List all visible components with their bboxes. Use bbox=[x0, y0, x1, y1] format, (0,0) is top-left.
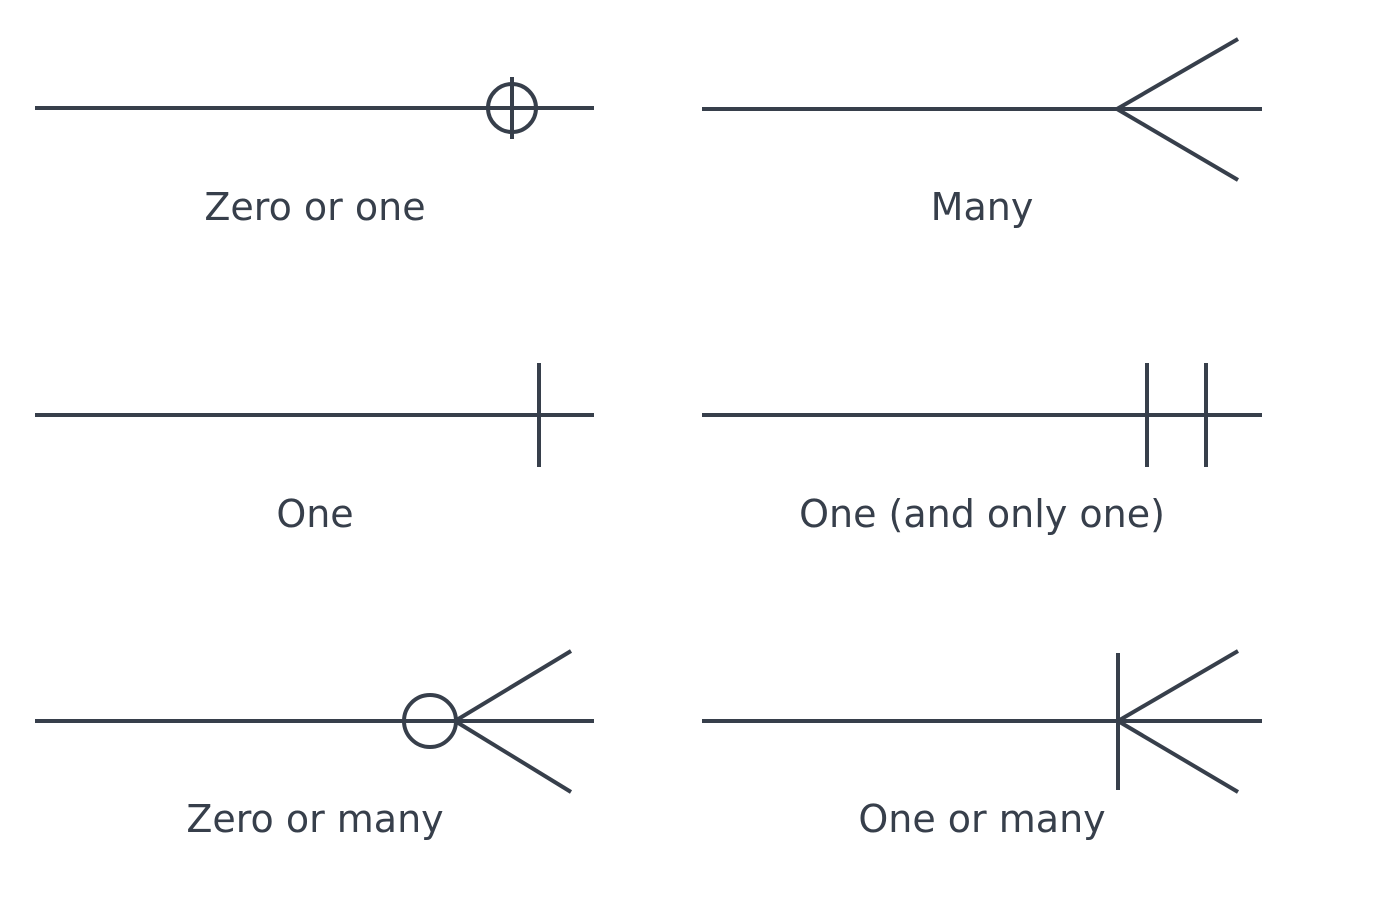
one-symbol bbox=[35, 363, 594, 467]
one-or-many-label: One or many bbox=[858, 797, 1106, 841]
many-crowfoot-top bbox=[1115, 37, 1240, 111]
zero-or-one-symbol bbox=[35, 77, 594, 139]
many-label: Many bbox=[930, 185, 1034, 229]
one-and-only-one-label: One (and only one) bbox=[799, 492, 1165, 536]
zero-or-many-label: Zero or many bbox=[186, 797, 444, 841]
zero-or-one-circle bbox=[486, 82, 538, 134]
one-or-many-crowfoot-bottom bbox=[1116, 719, 1240, 794]
zero-or-many-symbol bbox=[35, 649, 594, 794]
one-or-many-crowfoot-top bbox=[1116, 649, 1240, 723]
zero-or-many-circle bbox=[402, 693, 458, 749]
one-and-only-one-symbol bbox=[702, 363, 1262, 467]
one-label: One bbox=[276, 492, 354, 536]
zero-or-one-label: Zero or one bbox=[204, 185, 426, 229]
zero-or-many-crowfoot-top bbox=[453, 649, 573, 723]
one-or-many-symbol bbox=[702, 649, 1262, 794]
many-crowfoot-bottom bbox=[1115, 107, 1240, 182]
zero-or-many-crowfoot-bottom bbox=[453, 719, 573, 794]
many-symbol bbox=[702, 37, 1262, 182]
